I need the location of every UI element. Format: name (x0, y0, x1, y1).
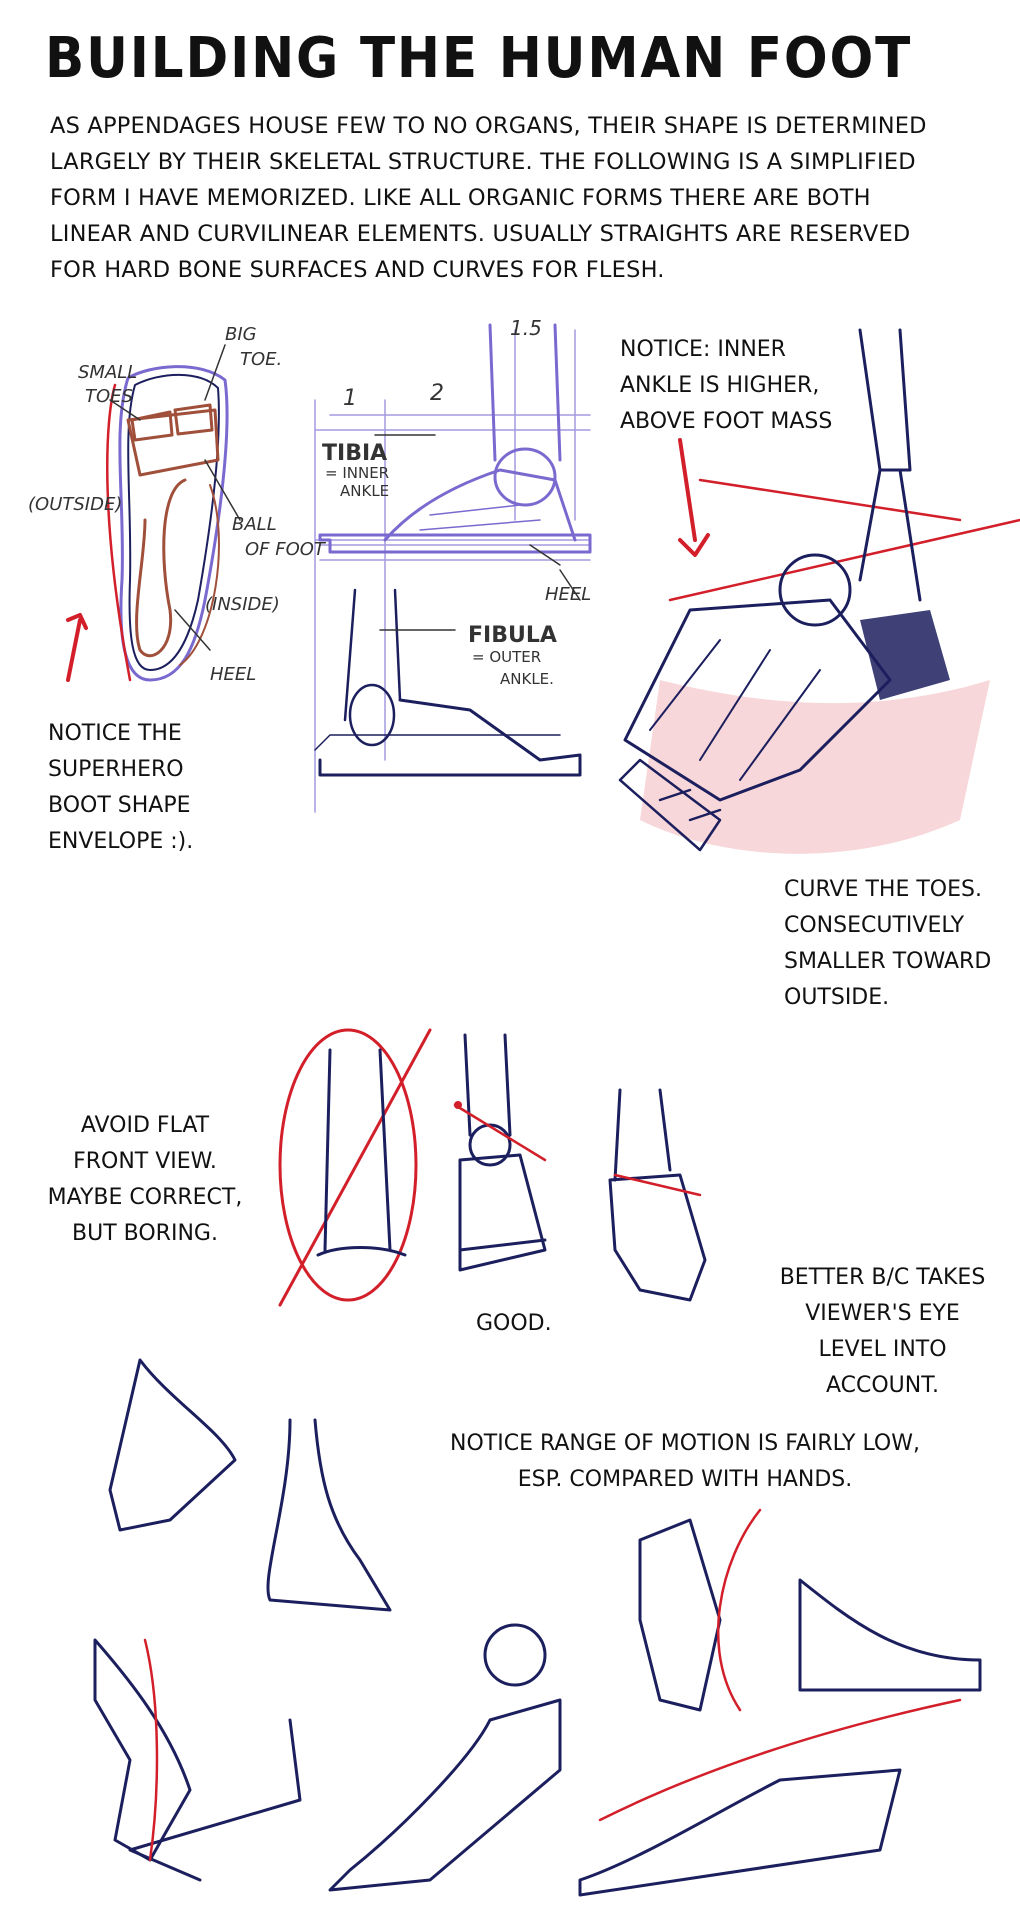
note-line: BUT BORING. (72, 1221, 218, 1246)
label-tibia: TIBIA (322, 441, 387, 466)
note-avoid-flat: AVOID FLAT FRONT VIEW. MAYBE CORRECT, BU… (40, 1108, 250, 1252)
note-line: FRONT VIEW. (73, 1149, 217, 1174)
note-line: LEVEL INTO (818, 1337, 947, 1362)
label-small-toes: SMALL (78, 362, 137, 383)
label-fibula-sub: = OUTER (472, 648, 541, 666)
label-heel-left: HEEL (210, 664, 256, 685)
note-line: CURVE THE TOES. (784, 877, 982, 902)
note-better: BETTER B/C TAKES VIEWER'S EYE LEVEL INTO… (760, 1260, 1005, 1404)
note-line: MAYBE CORRECT, (47, 1185, 243, 1210)
front-view-better (608, 1088, 707, 1302)
note-line: NOTICE: INNER (620, 337, 786, 362)
note-line: BOOT SHAPE (48, 793, 191, 818)
ankle-labels: TIBIA = INNER ANKLE FIBULA = OUTER ANKLE… (322, 316, 591, 688)
label-ball: BALL (232, 514, 277, 535)
note-inner-ankle: NOTICE: INNER ANKLE IS HIGHER, ABOVE FOO… (620, 332, 832, 440)
label-prop-2: 2 (430, 381, 444, 406)
label-big-toe-2: TOE. (240, 349, 282, 370)
label-fibula: FIBULA (468, 623, 557, 648)
sole-diagram (66, 344, 241, 682)
note-line: AVOID FLAT (80, 1113, 210, 1138)
front-view-flat (278, 1028, 432, 1307)
label-heel-mid: HEEL (545, 584, 591, 605)
note-line: ANKLE IS HIGHER, (620, 373, 820, 398)
note-line: NOTICE THE (48, 721, 182, 746)
sole-labels: SMALL TOES BIG TOE. (OUTSIDE) BALL OF FO… (28, 324, 327, 685)
motion-sketches (93, 1358, 982, 1897)
note-line: GOOD. (476, 1311, 552, 1336)
label-prop-15: 1.5 (510, 316, 542, 340)
note-line: CONSECUTIVELY (784, 913, 965, 938)
label-outside: (OUTSIDE) (28, 494, 122, 515)
label-prop-1: 1 (343, 386, 357, 411)
note-boot-shape: NOTICE THE SUPERHERO BOOT SHAPE ENVELOPE… (48, 716, 193, 860)
note-line: SUPERHERO (48, 757, 184, 782)
note-line: ABOVE FOOT MASS (620, 409, 833, 434)
three-quarter-foot (618, 328, 1020, 854)
intro-paragraph: AS APPENDAGES HOUSE FEW TO NO ORGANS, TH… (50, 113, 927, 283)
note-range-of-motion: NOTICE RANGE OF MOTION IS FAIRLY LOW, ES… (440, 1426, 930, 1498)
note-good: GOOD. (476, 1306, 552, 1342)
label-big-toe: BIG (225, 324, 257, 345)
note-curve-toes: CURVE THE TOES. CONSECUTIVELY SMALLER TO… (784, 872, 991, 1016)
note-line: ACCOUNT. (825, 1373, 940, 1398)
note-line: NOTICE RANGE OF MOTION IS FAIRLY LOW, (450, 1431, 920, 1456)
note-line: ENVELOPE :). (48, 829, 194, 854)
label-inside: (INSIDE) (205, 594, 280, 615)
label-tibia-sub-2: ANKLE (340, 482, 389, 500)
label-small-toes-2: TOES (85, 386, 133, 407)
note-line: ESP. COMPARED WITH HANDS. (517, 1467, 853, 1492)
label-fibula-sub-2: ANKLE. (500, 670, 554, 688)
note-line: VIEWER'S EYE (805, 1301, 960, 1326)
note-line: SMALLER TOWARD (784, 949, 992, 974)
front-view-good (453, 1033, 547, 1272)
page-title: BUILDING THE HUMAN FOOT (45, 26, 913, 91)
ankle-diagram (314, 323, 592, 813)
label-tibia-sub: = INNER (325, 464, 389, 482)
note-line: OUTSIDE. (784, 985, 890, 1010)
label-ball-2: OF FOOT (245, 539, 327, 560)
note-line: BETTER B/C TAKES (779, 1265, 986, 1290)
